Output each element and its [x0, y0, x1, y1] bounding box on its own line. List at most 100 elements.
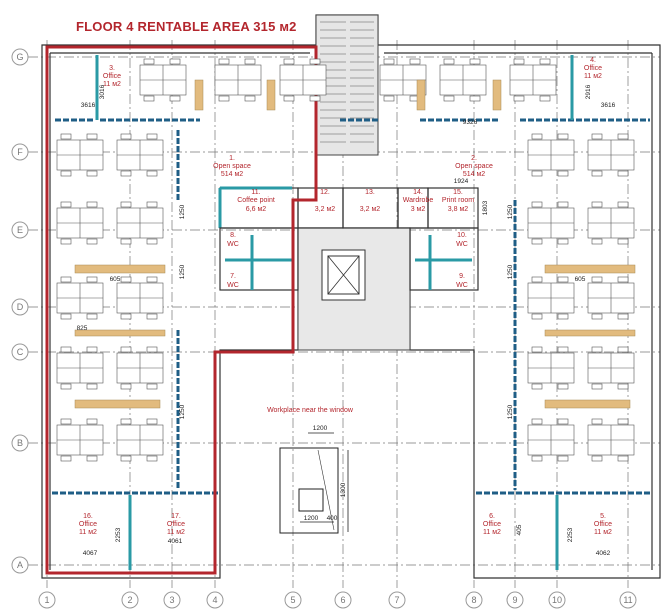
room-5-number: 5. [600, 513, 606, 520]
column-axis-bubble [388, 591, 406, 609]
chair [591, 418, 603, 425]
desk-cluster [56, 418, 104, 462]
chair [557, 170, 569, 177]
row-axis-label: C [17, 347, 24, 357]
dim-row-gap-6: 1250 [507, 404, 514, 419]
column-axis-label: 10 [552, 595, 562, 605]
row-axis-bubble [11, 48, 29, 66]
dim-cabinet-right: 605 [575, 276, 586, 283]
chair [557, 383, 569, 390]
room-3-number: 3. [109, 65, 115, 72]
room-labels: 1. Open space 514 м2 2. Open space 514 м… [79, 57, 612, 536]
dim-workplace-top: 1200 [313, 425, 328, 432]
room-10-name: WC [456, 241, 468, 248]
storage-cabinet [544, 264, 636, 274]
storage-cabinet [74, 264, 166, 274]
chair [513, 58, 525, 65]
chair [557, 133, 569, 140]
elevator-cross-icon [327, 255, 360, 295]
column-axis-bubble [284, 591, 302, 609]
chair [539, 58, 551, 65]
room-4-name: Office [584, 65, 602, 72]
chair [513, 95, 525, 102]
chair [244, 95, 256, 102]
chair [146, 276, 158, 283]
desk-cluster [56, 276, 104, 320]
workplace-detail [279, 447, 339, 534]
chair [531, 170, 543, 177]
room-4-area: 11 м2 [584, 73, 602, 80]
chair [120, 276, 132, 283]
column-axis-label: 7 [394, 595, 399, 605]
storage-cabinet [194, 79, 204, 111]
row-axis-bubble [11, 221, 29, 239]
row-axis-bubble [11, 556, 29, 574]
room-6-number: 6. [489, 513, 495, 520]
chair [146, 170, 158, 177]
dim-office5-height: 2253 [567, 527, 574, 542]
chair [146, 313, 158, 320]
chair [531, 238, 543, 245]
desk-cluster [56, 201, 104, 245]
room-5-area: 11 м2 [594, 529, 612, 536]
chair [617, 201, 629, 208]
room-7-number: 7. [230, 273, 236, 280]
room-2-area: 514 м2 [463, 171, 485, 178]
chair [557, 346, 569, 353]
dim-row-gap-3: 1250 [179, 404, 186, 419]
chair [409, 58, 421, 65]
chair [120, 383, 132, 390]
chair [309, 58, 321, 65]
desk-cluster [527, 201, 575, 245]
coffee-glass [218, 186, 292, 228]
room-6-area: 11 м2 [483, 529, 501, 536]
column-axis-label: 8 [471, 595, 476, 605]
room-5-name: Office [594, 521, 612, 528]
chair [469, 58, 481, 65]
chair [120, 455, 132, 462]
chair [60, 346, 72, 353]
chair [120, 133, 132, 140]
row-axis-label: D [17, 302, 24, 312]
desk-cluster [116, 276, 164, 320]
chair [86, 418, 98, 425]
chair [539, 95, 551, 102]
column-axis-bubble [206, 591, 224, 609]
stairwell [315, 14, 379, 156]
chair [86, 238, 98, 245]
room-4-number: 4. [590, 57, 596, 64]
room-15-name: Print room [442, 197, 474, 204]
storage-cabinet [416, 79, 426, 111]
chair [591, 133, 603, 140]
chair [531, 133, 543, 140]
storage-cabinet [266, 79, 276, 111]
chair [169, 95, 181, 102]
interior-wall [49, 52, 653, 570]
chair [283, 58, 295, 65]
chair [617, 238, 629, 245]
row-axis-label: B [17, 438, 23, 448]
chair [60, 201, 72, 208]
chair [60, 418, 72, 425]
chair [531, 313, 543, 320]
chair [531, 383, 543, 390]
chair [557, 313, 569, 320]
chair [60, 313, 72, 320]
chair [120, 418, 132, 425]
row-axis-bubble [11, 343, 29, 361]
desk-cluster [116, 133, 164, 177]
dim-row-gap-2: 1250 [179, 264, 186, 279]
chair [146, 238, 158, 245]
desk-cluster [279, 58, 327, 102]
chair [146, 133, 158, 140]
chair [60, 133, 72, 140]
desk-clusters [56, 58, 635, 462]
column-axis-bubble [163, 591, 181, 609]
chair [146, 346, 158, 353]
room-11-number: 11. [251, 189, 260, 196]
chair [617, 346, 629, 353]
chair [617, 313, 629, 320]
chair [591, 313, 603, 320]
column-axis-label: 2 [127, 595, 132, 605]
